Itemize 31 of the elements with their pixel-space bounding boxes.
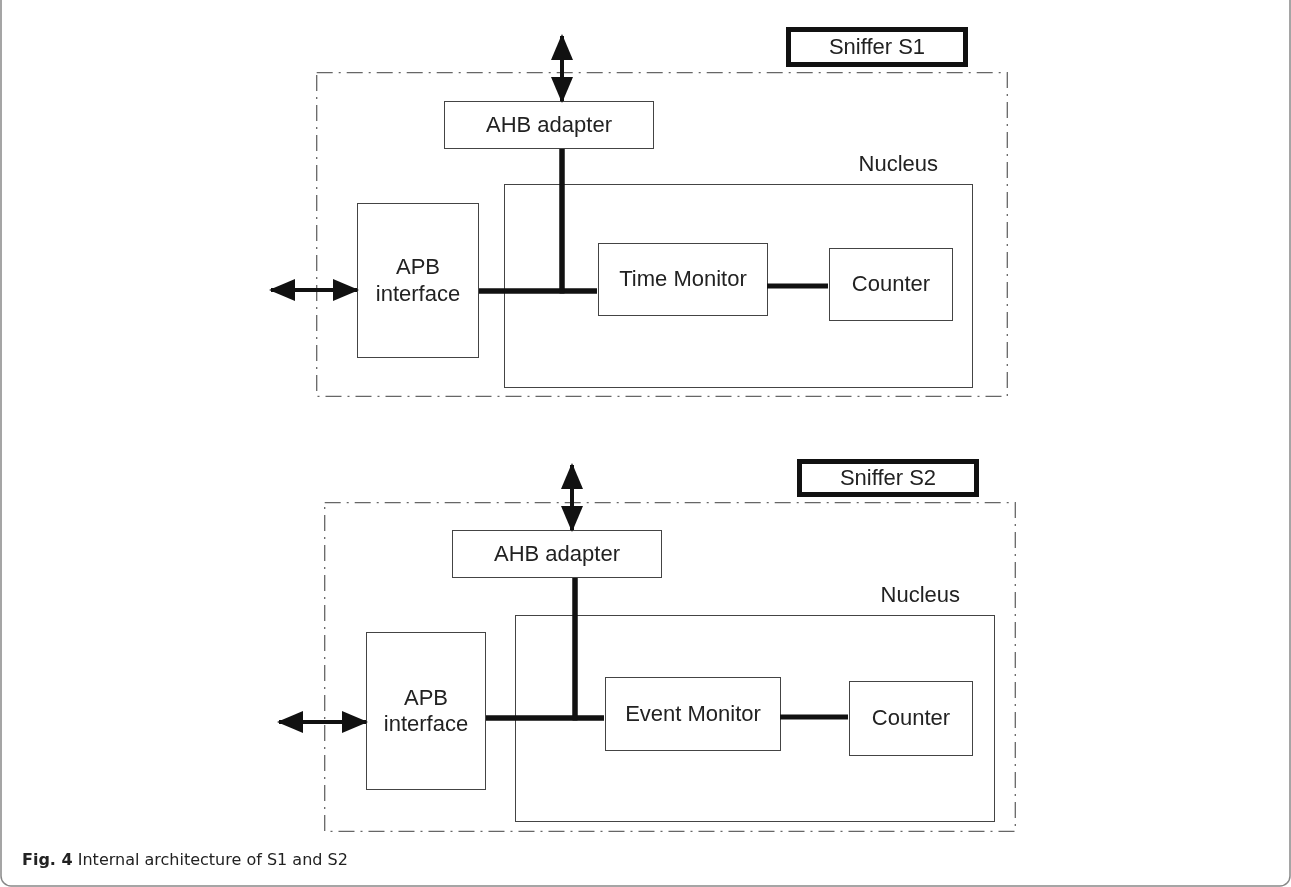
block-box <box>829 248 953 321</box>
block-label: AHB adapter <box>485 111 613 139</box>
block-box <box>849 681 973 756</box>
block-box <box>357 203 479 358</box>
block-box <box>366 632 486 790</box>
block-label: Event Monitor <box>624 700 762 728</box>
bus-line <box>767 283 828 289</box>
block-box <box>605 677 781 751</box>
block-label: Counter <box>870 705 952 732</box>
block-box <box>452 530 662 578</box>
block-box <box>444 101 654 149</box>
block-label: APB interface <box>382 684 470 738</box>
double-arrow <box>561 463 583 532</box>
title-box <box>786 27 968 67</box>
title-text: Sniffer S1 <box>827 33 927 61</box>
container-heading: Nucleus <box>858 151 938 178</box>
bus-line <box>486 578 578 721</box>
block-box <box>598 243 768 316</box>
container-heading: Nucleus <box>880 582 960 609</box>
figure-caption: Fig. 4 Internal architecture of S1 and S2 <box>22 850 348 869</box>
block-label: APB interface <box>374 254 462 307</box>
block-label: Counter <box>850 271 932 298</box>
double-arrow <box>551 34 573 103</box>
title-box <box>797 459 979 497</box>
double-arrow <box>269 279 359 301</box>
title-text: Sniffer S2 <box>838 464 938 492</box>
bus-line <box>780 714 848 720</box>
double-arrow <box>277 711 368 733</box>
block-label: AHB adapter <box>493 540 621 568</box>
bus-line <box>479 149 565 294</box>
block-label: Time Monitor <box>618 266 748 293</box>
